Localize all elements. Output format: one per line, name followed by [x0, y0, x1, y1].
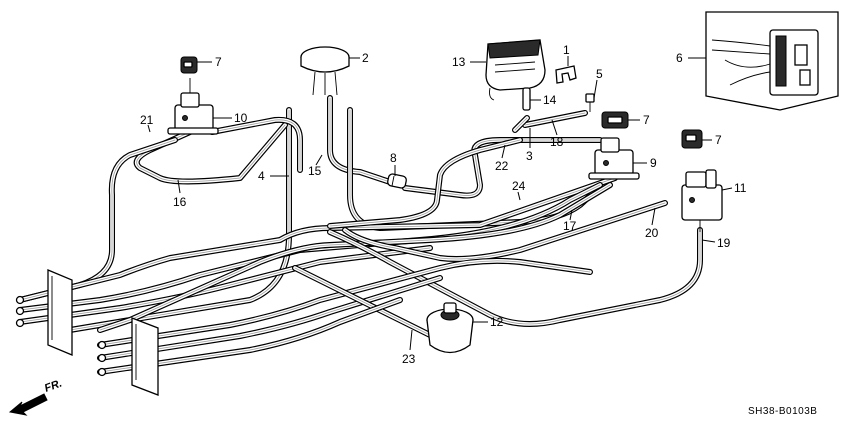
hose-routing — [17, 95, 703, 375]
callout-19: 19 — [717, 236, 731, 250]
callout-22: 22 — [495, 159, 509, 173]
callout-20: 20 — [645, 226, 659, 240]
callout-4: 4 — [258, 169, 265, 183]
hose-19 — [327, 227, 703, 327]
hose-20-hl — [344, 202, 666, 260]
hose-22-inner — [328, 138, 522, 228]
hose-24-hl — [19, 177, 616, 301]
callout-23: 23 — [402, 352, 416, 366]
callout-9: 9 — [650, 156, 657, 170]
left-bracket-plate — [47, 269, 73, 356]
callout-10: 10 — [234, 111, 248, 125]
hose-rear-2-hl — [99, 277, 441, 359]
hose-8-line-hl — [404, 139, 601, 196]
hose-16 — [133, 122, 288, 185]
hose-21 — [17, 137, 178, 303]
solenoid-valve-left — [167, 78, 219, 135]
hose-8-line — [402, 137, 603, 199]
callout-15: 15 — [308, 164, 322, 178]
hose-joint — [522, 87, 531, 111]
vacuum-sensor-can — [426, 302, 474, 354]
callout-7c: 7 — [715, 133, 722, 147]
hose-top-3-hl — [514, 117, 528, 131]
hose-17 — [97, 182, 613, 333]
callout-21: 21 — [140, 113, 154, 127]
callout-7b: 7 — [643, 113, 650, 127]
hose-10-long-hl — [211, 119, 301, 171]
drawing-code: SH38-B0103B — [748, 406, 817, 417]
solenoid-valve-right — [588, 137, 640, 180]
callout-14: 14 — [543, 93, 557, 107]
hose-10-long — [209, 116, 303, 173]
inset-detail-connector — [705, 11, 839, 111]
hose-21-inner — [18, 138, 177, 302]
hose-15 — [327, 95, 393, 185]
callout-labels: 1 2 3 4 5 6 7 7 7 8 9 10 11 12 13 14 15 … — [140, 43, 747, 366]
front-arrow-icon — [8, 393, 48, 416]
hose-stub-ends — [15, 295, 107, 377]
hose-23-hl — [294, 267, 441, 341]
callout-24: 24 — [512, 179, 526, 193]
callout-7a: 7 — [215, 55, 222, 69]
hose-top-18 — [522, 110, 588, 128]
control-box — [485, 39, 546, 101]
front-direction-indicator: FR. — [8, 377, 64, 416]
bolt — [585, 93, 595, 112]
hose-clip — [555, 65, 577, 84]
hose-15-hl — [329, 97, 391, 183]
hose-17-hl — [99, 184, 611, 331]
callout-17: 17 — [563, 219, 577, 233]
hose-22 — [327, 137, 523, 229]
lower-bracket-plate — [131, 317, 159, 396]
hose-top-18-hl — [524, 112, 586, 126]
leader-lines — [147, 56, 733, 351]
callout-3: 3 — [526, 149, 533, 163]
callout-8: 8 — [390, 151, 397, 165]
callout-13: 13 — [452, 55, 466, 69]
hose-rear-3-hl — [99, 299, 401, 373]
connector-cap-middle — [601, 111, 629, 129]
vacuum-damper-dome — [300, 46, 350, 96]
hose-rear-1-hl — [99, 260, 591, 346]
hose-23 — [292, 265, 443, 343]
callout-11: 11 — [734, 181, 747, 195]
hose-rear-2 — [97, 275, 443, 361]
hose-rear-1 — [97, 257, 593, 348]
hose-19-hl — [329, 229, 701, 325]
connector-cap-right — [681, 129, 703, 149]
hose-20 — [342, 200, 668, 262]
hose-15-outer — [327, 95, 393, 185]
callout-6: 6 — [676, 51, 683, 65]
callout-1: 1 — [563, 43, 570, 57]
callout-2: 2 — [362, 51, 369, 65]
hose-rear-3 — [97, 297, 403, 375]
hose-top-3 — [512, 115, 530, 133]
hose-24 — [17, 175, 618, 303]
callout-18: 18 — [550, 135, 564, 149]
connector-cap-left — [180, 56, 198, 74]
callout-16: 16 — [173, 195, 187, 209]
callout-12: 12 — [490, 315, 504, 329]
one-way-check-valve — [387, 173, 407, 189]
hose-16-hl — [136, 124, 286, 182]
front-direction-label: FR. — [43, 377, 64, 394]
callout-5: 5 — [596, 67, 603, 81]
solenoid-valve-far-right — [681, 169, 723, 232]
hose-22-hl — [329, 139, 521, 227]
